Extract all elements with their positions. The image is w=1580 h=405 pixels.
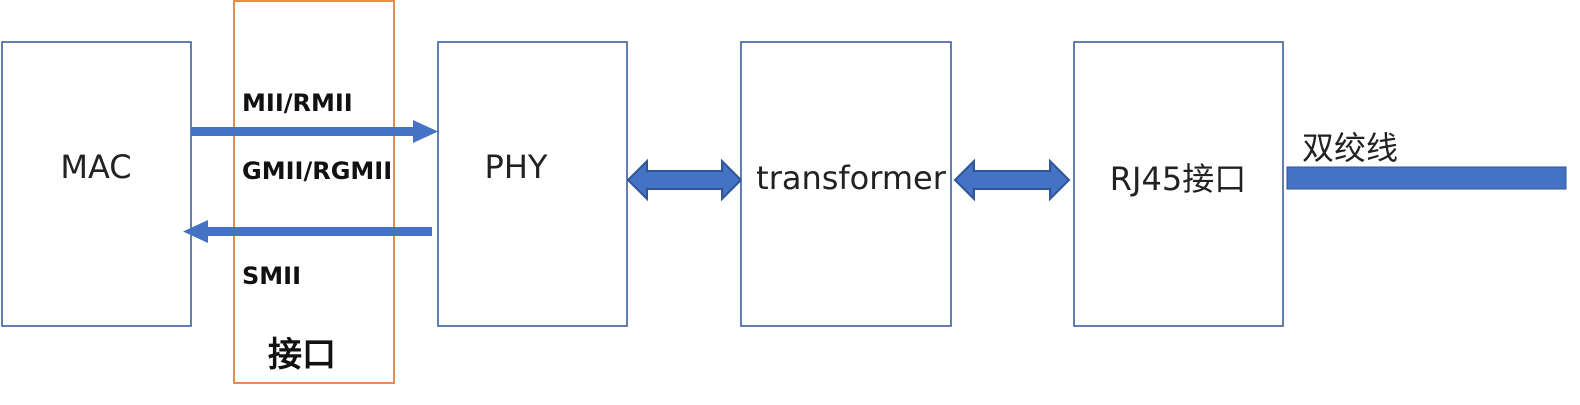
rx-arrow-shaft xyxy=(206,227,432,236)
transformer-rj45-double-arrow xyxy=(953,158,1071,202)
twisted-pair-cable: 双绞线 xyxy=(1286,129,1567,190)
cable-label: 双绞线 xyxy=(1302,129,1398,167)
mac-block: MAC xyxy=(1,41,192,327)
interface-title: 接口 xyxy=(268,335,336,375)
tx-arrow-shaft xyxy=(191,127,415,136)
rj45-label: RJ45接口 xyxy=(1110,160,1246,198)
tx-arrow-head xyxy=(413,120,438,143)
protocol-mii-rmii: MII/RMII xyxy=(242,89,353,117)
rj45-block: RJ45接口 xyxy=(1073,41,1284,327)
rx-arrow-head xyxy=(183,220,208,243)
transformer-label: transformer xyxy=(756,159,947,197)
transformer-block: transformer xyxy=(740,41,952,327)
protocol-gmii-rgmii: GMII/RGMII xyxy=(242,157,392,185)
phy-box xyxy=(437,41,628,327)
cable-bar xyxy=(1286,166,1567,190)
interface-box xyxy=(233,0,395,384)
mac-box xyxy=(1,41,192,327)
tx-arrow xyxy=(191,120,438,143)
mac-label: MAC xyxy=(60,148,131,186)
rx-arrow xyxy=(183,220,432,243)
phy-label: PHY xyxy=(485,148,548,186)
interface-block: MII/RMII GMII/RGMII SMII 接口 xyxy=(233,0,395,384)
protocol-smii: SMII xyxy=(242,262,301,290)
phy-transformer-double-arrow xyxy=(626,158,743,202)
transformer-box xyxy=(740,41,952,327)
phy-block: PHY xyxy=(437,41,628,327)
rj45-box xyxy=(1073,41,1284,327)
